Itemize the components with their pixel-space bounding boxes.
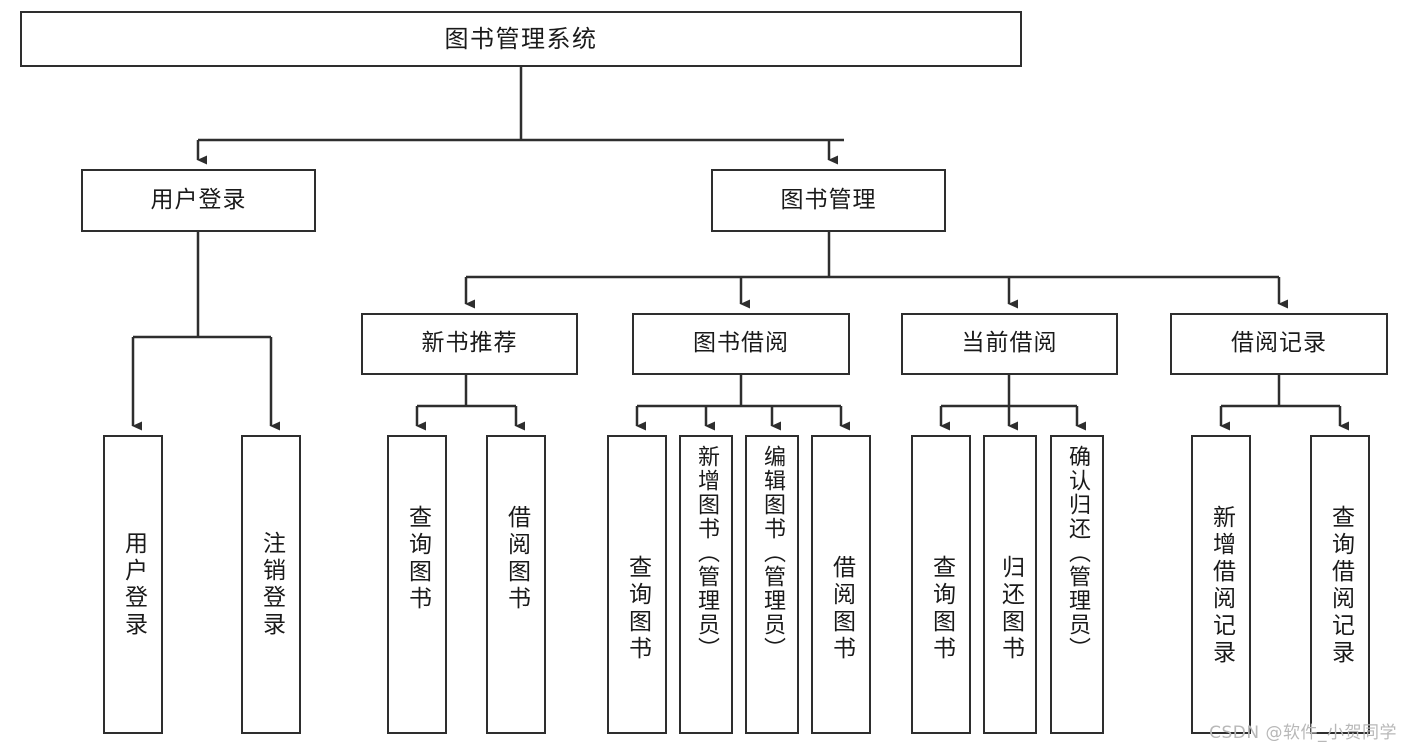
leaf-add-book-admin[interactable]: 新增图书（管理员） bbox=[679, 435, 733, 734]
node-label: 查询图书 bbox=[928, 555, 955, 663]
node-label: 借阅记录 bbox=[1231, 330, 1327, 357]
node-label: 当前借阅 bbox=[961, 330, 1058, 357]
node-label: 确认归还（管理员） bbox=[1065, 445, 1090, 661]
leaf-borrow-books-recommend[interactable]: 借阅图书 bbox=[486, 435, 546, 734]
watermark-text: CSDN @软件_小贺同学 bbox=[1209, 723, 1397, 743]
node-label: 查询图书 bbox=[404, 505, 431, 613]
leaf-user-login[interactable]: 用户登录 bbox=[103, 435, 163, 734]
node-label: 用户登录 bbox=[150, 186, 247, 213]
leaf-add-borrow-record[interactable]: 新增借阅记录 bbox=[1191, 435, 1251, 734]
node-label: 用户登录 bbox=[120, 531, 147, 639]
node-label: 查询图书 bbox=[624, 555, 651, 663]
leaf-query-books-recommend[interactable]: 查询图书 bbox=[387, 435, 447, 734]
node-label: 编辑图书（管理员） bbox=[760, 445, 785, 661]
node-label: 借阅图书 bbox=[503, 505, 530, 613]
node-borrow-records[interactable]: 借阅记录 bbox=[1170, 313, 1388, 375]
node-label: 图书借阅 bbox=[693, 330, 789, 357]
leaf-edit-book-admin[interactable]: 编辑图书（管理员） bbox=[745, 435, 799, 734]
leaf-return-books[interactable]: 归还图书 bbox=[983, 435, 1037, 734]
node-label: 归还图书 bbox=[997, 555, 1024, 663]
node-label: 注销登录 bbox=[258, 531, 285, 639]
node-label: 图书管理 bbox=[780, 186, 877, 213]
node-current-borrow[interactable]: 当前借阅 bbox=[901, 313, 1118, 375]
leaf-query-books-current[interactable]: 查询图书 bbox=[911, 435, 971, 734]
node-label: 借阅图书 bbox=[828, 555, 855, 663]
leaf-confirm-return-admin[interactable]: 确认归还（管理员） bbox=[1050, 435, 1104, 734]
node-book-borrow[interactable]: 图书借阅 bbox=[632, 313, 850, 375]
node-label: 图书管理系统 bbox=[444, 24, 598, 53]
node-root-book-management-system[interactable]: 图书管理系统 bbox=[20, 11, 1022, 67]
leaf-borrow-books[interactable]: 借阅图书 bbox=[811, 435, 871, 734]
node-book-management[interactable]: 图书管理 bbox=[711, 169, 946, 232]
node-new-book-recommend[interactable]: 新书推荐 bbox=[361, 313, 578, 375]
leaf-query-borrow-record[interactable]: 查询借阅记录 bbox=[1310, 435, 1370, 734]
leaf-logout[interactable]: 注销登录 bbox=[241, 435, 301, 734]
node-user-login[interactable]: 用户登录 bbox=[81, 169, 316, 232]
leaf-query-books-borrow[interactable]: 查询图书 bbox=[607, 435, 667, 734]
node-label: 新书推荐 bbox=[421, 330, 518, 357]
node-label: 查询借阅记录 bbox=[1327, 505, 1354, 667]
node-label: 新增图书（管理员） bbox=[694, 445, 719, 661]
node-label: 新增借阅记录 bbox=[1208, 505, 1235, 667]
